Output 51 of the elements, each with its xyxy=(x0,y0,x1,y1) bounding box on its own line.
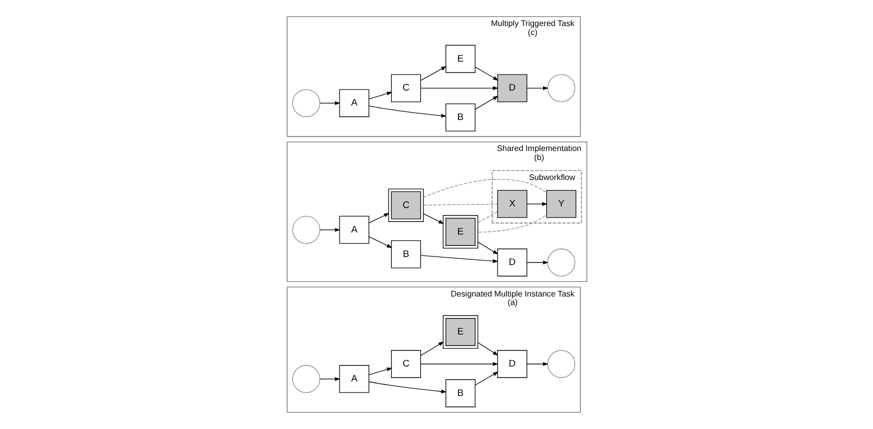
arrow xyxy=(420,362,498,366)
arrow xyxy=(477,242,498,254)
arrow xyxy=(526,362,548,366)
node-box: E xyxy=(442,315,478,349)
node-circle xyxy=(292,89,320,118)
node-box: E xyxy=(442,215,478,249)
node-box: B xyxy=(445,379,475,408)
arrow xyxy=(420,342,444,356)
arrow xyxy=(474,372,498,386)
arrow xyxy=(474,66,498,81)
node-circle xyxy=(546,74,575,102)
node-box: D xyxy=(496,350,527,378)
arrow xyxy=(526,202,548,206)
arrow xyxy=(319,377,340,381)
node-box: A xyxy=(338,89,369,118)
node-box: A xyxy=(338,216,369,244)
node-circle xyxy=(292,216,320,244)
arrow xyxy=(368,368,392,376)
connector xyxy=(422,204,498,206)
arrow xyxy=(420,255,498,263)
arrow xyxy=(368,381,446,394)
connector xyxy=(477,211,498,223)
arrow xyxy=(526,86,548,90)
node-box: A xyxy=(338,365,369,393)
arrow xyxy=(319,228,340,232)
arrow xyxy=(319,101,340,106)
node-box: C xyxy=(390,74,420,102)
arrow xyxy=(477,342,498,356)
node-circle xyxy=(546,350,575,378)
connector xyxy=(477,214,546,233)
arrow xyxy=(368,213,389,224)
node-circle xyxy=(292,365,320,393)
arrow xyxy=(474,96,498,110)
arrow xyxy=(368,92,392,100)
node-box: D xyxy=(496,248,527,276)
node-box: Y xyxy=(546,190,576,218)
arrow xyxy=(368,236,392,248)
connector xyxy=(422,178,546,198)
arrow xyxy=(422,213,444,224)
node-box: X xyxy=(496,190,527,218)
node-box: E xyxy=(445,44,475,73)
node-circle xyxy=(546,248,575,276)
arrow xyxy=(368,106,446,118)
arrow xyxy=(420,86,498,90)
node-box: B xyxy=(445,104,475,132)
node-box: C xyxy=(388,188,424,222)
node-box: C xyxy=(390,350,420,378)
node-box: B xyxy=(390,240,420,268)
arrow xyxy=(526,260,548,264)
node-box: D xyxy=(496,74,527,102)
arrow xyxy=(420,66,446,81)
